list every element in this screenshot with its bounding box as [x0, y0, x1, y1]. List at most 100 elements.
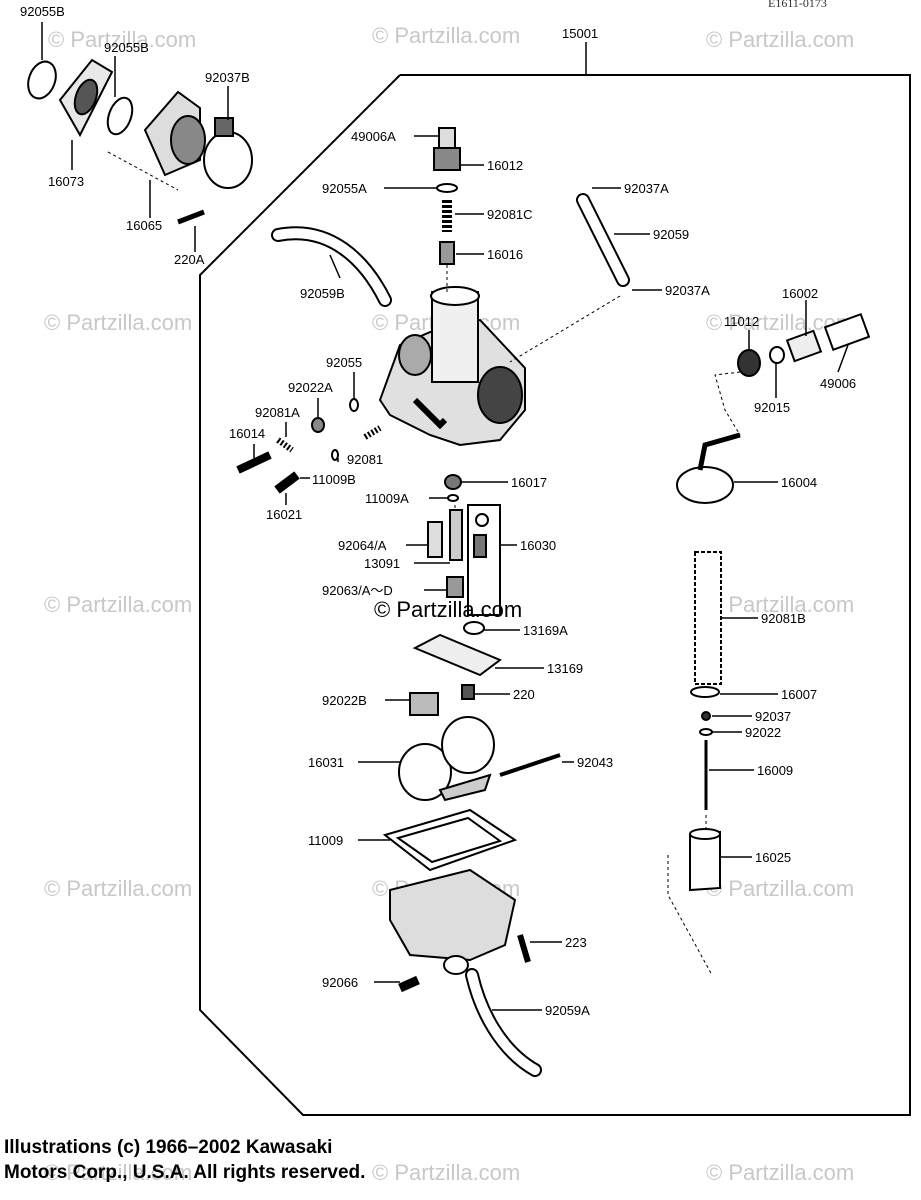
label-16016: 16016: [487, 247, 523, 262]
plug-92066: [398, 975, 420, 993]
leader-lines: [41, 22, 849, 1011]
cap-49006: [823, 312, 871, 352]
assembly-guidelines: [107, 151, 741, 976]
gasket-inner: [395, 816, 503, 864]
label-92055a: 92055A: [322, 181, 367, 196]
label-11012: 11012: [724, 314, 759, 329]
carb-inlet: [398, 334, 432, 376]
label-13169: 13169: [547, 661, 583, 676]
label-16065: 16065: [126, 218, 162, 233]
insulator-hole: [73, 78, 99, 116]
jet-92063: [446, 576, 464, 598]
needle-jet-13091: [449, 509, 463, 561]
clip-92037: [701, 711, 711, 721]
clamp-92037b: [203, 131, 253, 189]
screw-16021: [274, 471, 300, 494]
label-220: 220: [513, 687, 535, 702]
copyright-line-2: Motors Corp., U.S.A. All rights reserved…: [4, 1162, 366, 1183]
label-92055: 92055: [326, 355, 362, 370]
label-92037: 92037: [755, 709, 791, 724]
seat-16007: [690, 686, 720, 698]
float-bowl: [389, 868, 517, 962]
label-49006a: 49006A: [351, 129, 396, 144]
label-16030: 16030: [520, 538, 556, 553]
label-16017: 16017: [511, 475, 547, 490]
label-11009a: 11009A: [365, 491, 409, 506]
label-11009: 11009: [308, 833, 343, 848]
label-13091: 13091: [364, 556, 400, 571]
carburetor-body: [378, 286, 526, 447]
watermark: © Partzilla.com: [44, 310, 192, 335]
watermark: © Partzilla.com: [706, 592, 854, 617]
bracket-16030: [467, 504, 501, 616]
adjuster-16012: [433, 147, 461, 171]
holder-92022b: [409, 692, 439, 716]
hose-92059a-inner: [467, 970, 540, 1075]
nut-16002: [785, 329, 823, 363]
assembly-outline: [199, 74, 911, 1116]
float-left: [398, 743, 452, 801]
label-16025: 16025: [755, 850, 791, 865]
center-watermark: © Partzilla.com: [374, 597, 522, 622]
jet-92064: [427, 521, 443, 558]
label-16073: 16073: [48, 174, 84, 189]
drawing-code: E1611-0173: [768, 0, 827, 10]
label-16014: 16014: [229, 426, 265, 441]
bolt-220a: [177, 209, 205, 225]
label-92015: 92015: [754, 400, 790, 415]
watermark: © Partzilla.com: [372, 23, 520, 48]
label-92022: 92022: [745, 725, 781, 740]
o-ring-11009b: [331, 449, 339, 461]
washer-92022: [699, 728, 713, 736]
o-ring-92055b: [27, 60, 57, 100]
label-16009: 16009: [757, 763, 793, 778]
holder-bore: [170, 115, 206, 165]
label-16004: 16004: [781, 475, 817, 490]
watermark: © Partzilla.com: [706, 1160, 854, 1185]
label-16007: 16007: [781, 687, 817, 702]
jet-16017: [444, 474, 462, 490]
carb-pipe: [412, 397, 448, 430]
washer-92022a: [311, 417, 325, 433]
watermark: © Partzilla.com: [706, 876, 854, 901]
label-92059: 92059: [653, 227, 689, 242]
copyright-line-1: Illustrations (c) 1966–2002 Kawasaki: [4, 1137, 333, 1158]
label-16031: 16031: [308, 755, 344, 770]
label-92043: 92043: [577, 755, 613, 770]
throttle-slide-parts: [689, 551, 722, 892]
o-ring-11009a: [447, 494, 459, 502]
o-ring-92055a: [436, 183, 458, 193]
part-labels: 92055B 92055B 92037B 16073 16065 220A 49…: [20, 4, 856, 1018]
assembly-label: 15001: [562, 26, 598, 41]
float-16031: [398, 716, 561, 802]
pin-92043: [499, 753, 561, 777]
label-92037a: 92037A: [624, 181, 669, 196]
spring-92081a: [276, 437, 294, 453]
o-ring-92055: [349, 398, 359, 412]
label-92037b: 92037B: [205, 70, 250, 85]
watermark: © Partzilla.com: [372, 1160, 520, 1185]
mixture-screw-parts: [236, 398, 382, 494]
spring-92081: [363, 425, 382, 440]
label-11009b: 11009B: [312, 472, 356, 487]
label-92081: 92081: [347, 452, 383, 467]
hose-92059-inner: [578, 195, 628, 285]
watermark: © Partzilla.com: [706, 27, 854, 52]
label-16002: 16002: [782, 286, 818, 301]
label-92022a: 92022A: [288, 380, 333, 395]
label-223: 223: [565, 935, 587, 950]
cap-49006a: [438, 127, 456, 149]
watermark: © Partzilla.com: [44, 876, 192, 901]
slide-top: [689, 828, 721, 840]
label-92081a: 92081A: [255, 405, 300, 420]
watermark: © Partzilla.com: [44, 1160, 192, 1185]
label-92022b: 92022B: [322, 693, 367, 708]
hose-92059a: [465, 968, 542, 1077]
label-92066: 92066: [322, 975, 358, 990]
label-92037a-2: 92037A: [665, 283, 710, 298]
intake-parts: [27, 58, 253, 225]
copyright-notice: Illustrations (c) 1966–2002 Kawasaki Mot…: [4, 1135, 365, 1185]
label-92059a: 92059A: [545, 1003, 590, 1018]
screw-223: [517, 934, 531, 963]
